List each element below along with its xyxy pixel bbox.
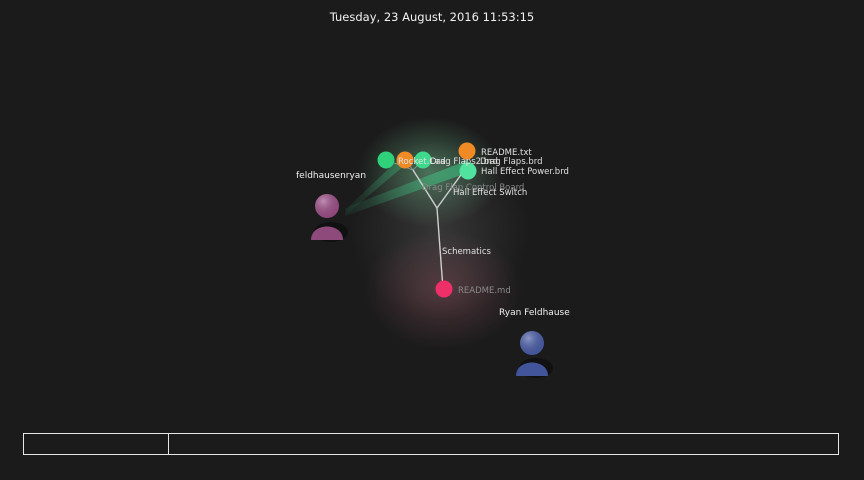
user-action-beam-2 — [345, 158, 405, 214]
file-node-hall-effect-power — [459, 162, 477, 180]
timeline-progress-marker — [168, 434, 169, 454]
directory-label-schematics: Schematics — [442, 247, 492, 257]
user-avatar-feldhausenryan — [311, 194, 348, 242]
user-avatar-ryan-feldhause — [516, 331, 553, 378]
file-label-readme-txt: README.txt — [481, 148, 532, 158]
file-label-hall-effect-power: Hall Effect Power.brd — [481, 167, 569, 177]
user-action-beam — [345, 160, 470, 216]
file-node-readme-md — [435, 280, 453, 298]
user-label-ryan-feldhause: Ryan Feldhause — [499, 308, 570, 318]
file-node-drag-flaps — [414, 151, 432, 169]
file-node-rocket-cad — [377, 151, 395, 169]
file-label-readme-md: README.md — [458, 286, 511, 296]
timeline-progress-bar[interactable] — [23, 433, 839, 455]
file-label-rocket-cad: Rocket.Cad — [398, 157, 446, 167]
file-label-drag-flaps: Drag Flaps.brd — [480, 157, 542, 167]
user-label-feldhausenryan: feldhausenryan — [296, 171, 366, 181]
tree-edges — [412, 169, 464, 290]
file-node-readme-txt — [458, 142, 476, 160]
file-node-drag-flaps2 — [396, 151, 414, 169]
file-label-drag-flaps2: Drag Flaps2.brd — [430, 157, 498, 167]
timestamp: Tuesday, 23 August, 2016 11:53:15 — [329, 10, 535, 24]
directory-label-hall-effect-switch: Hall Effect Switch — [453, 188, 527, 198]
directory-label-drag-flap-control-board: Drag Flap Control Board — [422, 183, 524, 193]
